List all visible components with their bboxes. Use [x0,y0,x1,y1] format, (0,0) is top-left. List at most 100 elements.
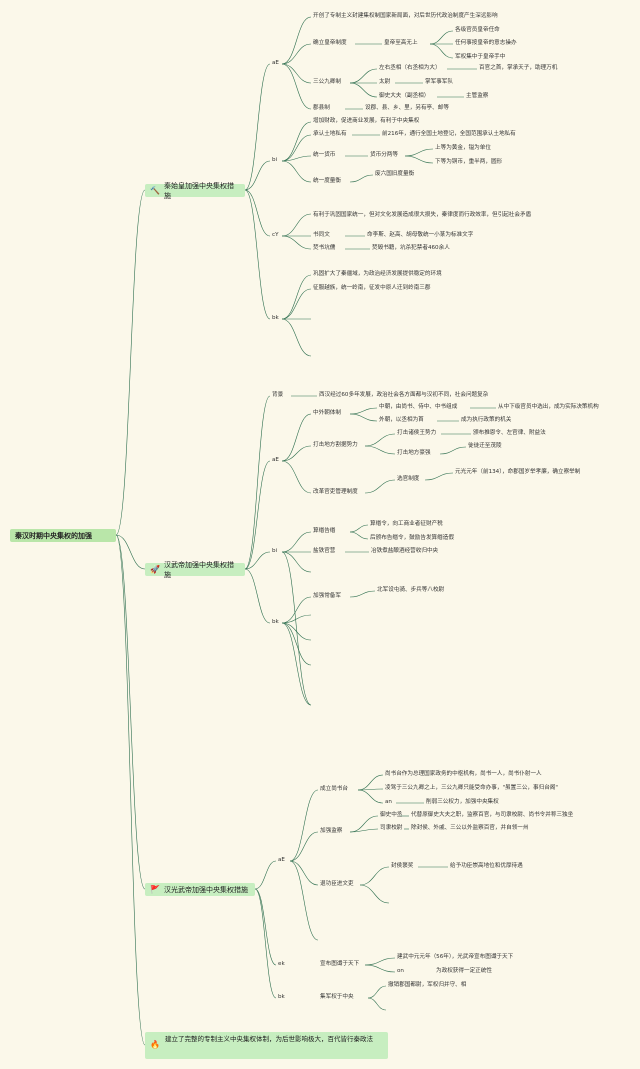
node: 冶铁煮盐酿酒经营收归中央 [371,548,439,554]
connector-line [281,460,312,494]
connector-line [357,774,384,791]
node: 御史中丞 [380,812,403,818]
node: 主管监察 [466,93,489,99]
node: bk [272,619,279,625]
node: 颁布推恩令、左官律、附益法 [473,430,546,436]
node: 背景 [272,392,284,398]
connector-line [357,789,384,804]
node: 郡县制 [313,105,330,111]
connector-line [367,997,387,1011]
connector-line [244,63,271,191]
node: ek [278,961,285,967]
connector-line [349,174,374,183]
node: 改革官吏管理制度 [313,489,358,495]
root-node[interactable]: 秦汉时期中央集权的加强 [10,529,116,542]
connector-line [281,63,312,110]
node: 宣布图谶于天下 [320,961,360,967]
connector-line [281,551,312,706]
connector-line [281,160,312,183]
node: 为政权获得一定正统性 [436,968,492,974]
connector-line [281,213,312,237]
node: 徙徙迁至茂陵 [468,443,502,449]
node: 掌军事军队 [425,79,453,85]
node: 开创了专制主义封建集权制国家新局面，对后世历代政治制度产生深远影响 [313,13,498,19]
connector-line [254,888,277,999]
node: 建武中元元年（56年），光武帝宣布图谶于天下 [397,954,514,960]
node: 削弱三公权力，加强中央集权 [426,799,499,805]
connector-line [281,288,312,320]
connector-line [115,534,146,1046]
node: 成立尚书台 [320,786,348,792]
connector-line [115,189,146,536]
node: 前216年，通行全国土地登记，全国范围承认土地私有 [382,131,516,137]
conclusion-node[interactable]: 🔥 建立了完整的专制主义中央集权体制，为后世影响极大，百代皆行秦政法 [145,1032,388,1059]
connector-line [349,68,378,84]
node: 算缗令，向工商业者征财产税 [370,521,443,527]
node: 左右丞相（右丞相为大） [379,65,441,71]
connector-line [281,531,312,553]
node: 打击地方割据势力 [313,442,358,448]
node: 三公九卿制 [313,79,341,85]
connector-line [244,551,271,570]
connector-line [115,534,146,890]
connector-line [429,30,454,45]
node: 承认土地私有 [313,131,347,137]
connector-line [281,622,312,666]
connector-line [359,884,390,904]
node: 成为执行政策的机关 [461,417,512,423]
connector-line [244,160,271,191]
connector-line [349,590,376,598]
conclusion-text: 建立了完整的专制主义中央集权体制，为后世影响极大，百代皆行秦政法 [165,1035,373,1043]
connector-line [289,860,319,941]
node: on [397,968,404,974]
connector-line [281,16,312,65]
node: 盐铁官营 [313,548,336,554]
node: 给予功臣崇高地位和优厚待遇 [450,863,523,869]
connector-line [281,318,312,357]
connector-line [254,888,277,966]
connector-line [281,596,312,624]
node: 从中下级官员中选出，成为实际决策机构 [498,404,599,410]
connector-line [244,189,271,320]
connector-line [281,413,312,462]
connector-line [289,860,319,886]
flag-icon: 🚩 [150,885,160,894]
node: 下等为铜币，重半两，圆形 [435,159,503,165]
section-hanwu[interactable]: 🚀 汉武帝加强中央集权措施 [145,561,245,579]
connector-line [349,828,379,833]
connector-line [364,433,396,447]
node: 太尉 [379,79,391,85]
connector-line [244,460,271,570]
connector-line [349,407,378,415]
node: an [385,799,392,805]
connector-line [349,413,378,422]
node: 代替原御史大夫之职，监察百官，与司隶校尉、尚书令并称三独坐 [411,812,574,818]
node: 废六国旧度量衡 [375,171,415,177]
section-qin[interactable]: 🔨 秦始皇加强中央集权措施 [145,182,245,200]
node: 有利于巩固国家统一，但对文化发展造成很大损失，秦律度而行政效率，但引起社会矛盾 [313,212,532,218]
node: aE [272,60,279,66]
node: 皇帝至高无上 [384,40,418,46]
node: 退功臣进文吏 [320,881,354,887]
node: bi [272,548,278,554]
node: 命李斯、赵高、胡母敬统一小篆为标准文字 [367,232,474,238]
node: 外朝，以丞相为首 [379,417,424,423]
connector-line [281,622,312,706]
connector-line [367,985,387,999]
connector-line [289,831,319,862]
node: 任何事按皇帝的意志操办 [455,40,517,46]
connector-line [424,472,454,481]
node: 统一度量衡 [313,178,341,184]
rocket-icon: 🚀 [150,565,160,574]
connector-line [281,134,312,162]
section-guangwu[interactable]: 🚩 汉光武帝加强中央集权措施 [145,883,255,896]
node: 西汉经过60多年发展，政治社会各方面都与汉初不同，社会问题复杂 [319,392,489,398]
node: 百官之首，掌承天子，助理万机 [479,65,558,71]
connector-line [364,479,396,494]
node: 统一货币 [313,152,336,158]
node: 后颁布告缗令，鼓励告发算缗造假 [370,535,454,541]
node: 确立皇帝制度 [313,40,347,46]
section-hanwu-label: 汉武帝加强中央集权措施 [163,560,234,579]
connector-line [349,82,378,98]
